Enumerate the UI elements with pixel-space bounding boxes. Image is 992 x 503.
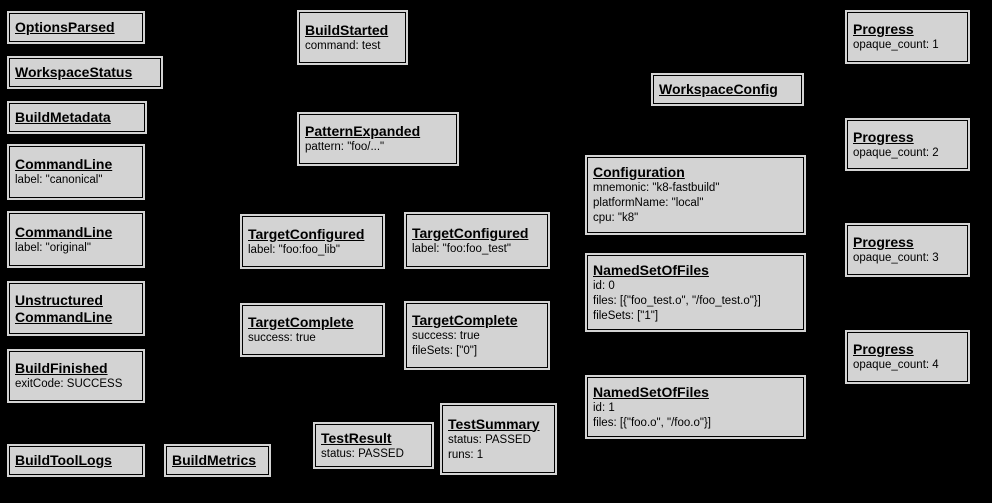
node-field: id: 0 bbox=[593, 279, 615, 292]
node-options-parsed: OptionsParsed bbox=[9, 13, 143, 42]
node-title: BuildFinished bbox=[15, 360, 108, 376]
node-field: label: "foo:foo_test" bbox=[412, 242, 511, 255]
node-field: exitCode: SUCCESS bbox=[15, 378, 123, 390]
node-pattern-expanded: PatternExpanded pattern: "foo/..." bbox=[299, 114, 457, 164]
node-target-complete-foo-test: TargetComplete success: true fileSets: ["0… bbox=[406, 303, 548, 368]
node-configuration: Configuration mnemonic: "k8-fastbuild" pla… bbox=[587, 157, 804, 233]
node-progress-3: Progress opaque_count: 3 bbox=[847, 225, 968, 275]
node-title: BuildToolLogs bbox=[15, 452, 112, 468]
node-unstructured-command-line: Unstructured CommandLine bbox=[9, 283, 143, 334]
node-field: label: "original" bbox=[15, 241, 91, 254]
node-field: pattern: "foo/..." bbox=[305, 141, 385, 153]
node-title: WorkspaceConfig bbox=[659, 81, 778, 97]
node-build-metrics: BuildMetrics bbox=[166, 446, 269, 475]
node-field: platformName: "local" bbox=[593, 197, 704, 209]
node-title: OptionsParsed bbox=[15, 19, 115, 35]
node-target-complete-foo-lib: TargetComplete success: true bbox=[242, 305, 383, 355]
node-field: id: 1 bbox=[593, 401, 615, 414]
node-field: command: test bbox=[305, 39, 381, 52]
node-field: status: PASSED bbox=[448, 433, 531, 446]
node-title: BuildMetrics bbox=[172, 452, 257, 468]
node-field: label: "canonical" bbox=[15, 174, 103, 186]
node-field: opaque_count: 2 bbox=[853, 146, 939, 159]
node-workspace-config: WorkspaceConfig bbox=[653, 75, 802, 104]
node-field: label: "foo:foo_lib" bbox=[248, 243, 340, 256]
node-title: TargetConfigured bbox=[412, 224, 529, 241]
node-title: PatternExpanded bbox=[305, 123, 421, 139]
node-title: TargetComplete bbox=[248, 314, 354, 330]
node-title: Progress bbox=[853, 341, 914, 357]
node-field: success: true bbox=[412, 330, 480, 342]
node-title: WorkspaceStatus bbox=[15, 64, 133, 80]
node-progress-4: Progress opaque_count: 4 bbox=[847, 332, 968, 382]
node-field: files: [{"foo_test.o", "/foo_test.o"}] bbox=[593, 294, 761, 307]
node-title: TestSummary bbox=[448, 415, 540, 432]
node-field: cpu: "k8" bbox=[593, 212, 639, 224]
node-title: CommandLine bbox=[15, 223, 113, 240]
node-title: Unstructured CommandLine bbox=[15, 291, 113, 325]
node-progress-1: Progress opaque_count: 1 bbox=[847, 12, 968, 62]
node-build-finished: BuildFinished exitCode: SUCCESS bbox=[9, 351, 143, 401]
node-field: opaque_count: 1 bbox=[853, 39, 939, 51]
node-title: Progress bbox=[853, 128, 914, 145]
node-build-tool-logs: BuildToolLogs bbox=[9, 446, 143, 475]
node-title: CommandLine bbox=[15, 156, 113, 172]
node-title: TargetConfigured bbox=[248, 225, 365, 242]
node-title: NamedSetOfFiles bbox=[593, 383, 709, 400]
node-title: Progress bbox=[853, 234, 914, 250]
node-field: opaque_count: 4 bbox=[853, 359, 939, 371]
node-workspace-status: WorkspaceStatus bbox=[9, 58, 161, 87]
node-field: fileSets: ["1"] bbox=[593, 309, 659, 322]
node-title: BuildStarted bbox=[305, 21, 389, 38]
node-field: fileSets: ["0"] bbox=[412, 345, 478, 357]
node-field: status: PASSED bbox=[321, 447, 404, 460]
node-field: files: [{"foo.o", "/foo.o"}] bbox=[593, 416, 711, 429]
node-title: BuildMetadata bbox=[15, 109, 111, 125]
node-title: TargetComplete bbox=[412, 312, 518, 328]
node-field: success: true bbox=[248, 332, 316, 344]
node-field: mnemonic: "k8-fastbuild" bbox=[593, 182, 720, 194]
node-build-metadata: BuildMetadata bbox=[9, 103, 145, 132]
node-field: opaque_count: 3 bbox=[853, 252, 939, 264]
node-title: TestResult bbox=[321, 429, 392, 446]
node-field: runs: 1 bbox=[448, 448, 484, 461]
node-command-line-canonical: CommandLine label: "canonical" bbox=[9, 146, 143, 198]
node-title: NamedSetOfFiles bbox=[593, 261, 709, 278]
node-title: Progress bbox=[853, 21, 914, 37]
node-title: Configuration bbox=[593, 164, 685, 180]
